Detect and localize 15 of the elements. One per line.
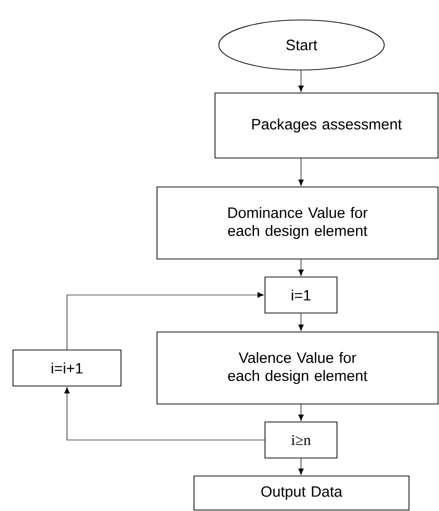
process-box: Valence Value for each design element — [156, 332, 438, 404]
process-box: i≥n — [264, 422, 338, 458]
arrow — [298, 404, 304, 421]
process-box: Output Data — [194, 476, 410, 510]
process-box: Packages assessment — [214, 92, 438, 158]
arrow — [298, 259, 304, 276]
arrow — [298, 158, 304, 186]
arrow — [64, 387, 265, 440]
process-box: i=1 — [264, 276, 338, 314]
arrow — [298, 313, 304, 331]
arrow — [298, 70, 304, 92]
arrow — [66, 292, 264, 350]
arrow — [298, 458, 304, 475]
process-box: Dominance Value for each design element — [156, 186, 438, 260]
process-box: i=i+1 — [12, 350, 122, 386]
